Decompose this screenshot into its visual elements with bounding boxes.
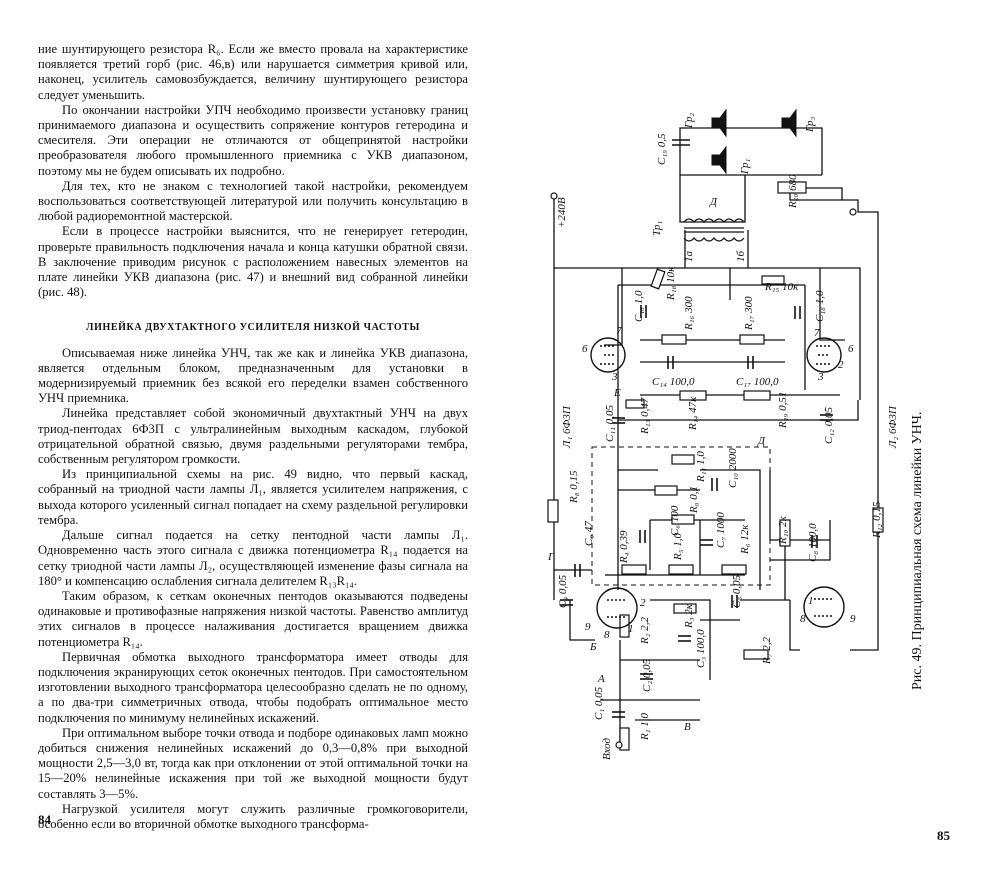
paragraph: Из принципиальной схемы на рис. 49 видно…: [38, 467, 468, 527]
page-number-left: 84: [38, 812, 51, 827]
figure-caption: Рис. 49. Принципиальная схема линейки УН…: [910, 411, 925, 690]
paragraph: Линейка представляет собой экономичный д…: [38, 406, 468, 467]
right-page: 85: [500, 0, 1000, 892]
paragraph: По окончании настройки УПЧ необходимо пр…: [38, 102, 468, 178]
paragraph: Дальше сигнал подается на сетку пентодно…: [38, 528, 468, 588]
text-column: ние шунтирующего резистора R₆. Если же в…: [38, 42, 468, 832]
left-page: ние шунтирующего резистора R₆. Если же в…: [38, 42, 468, 832]
paragraph: Таким образом, к сеткам оконечных пентод…: [38, 588, 468, 649]
page-number-right: 85: [937, 828, 950, 843]
paragraph: Для тех, кто не знаком с технологией так…: [38, 178, 468, 224]
paragraph: Описываемая ниже линейка УНЧ, так же как…: [38, 345, 468, 406]
paragraph: ние шунтирующего резистора R₆. Если же в…: [38, 42, 468, 102]
paragraph: При оптимальном выборе точки отвода и по…: [38, 725, 468, 801]
paragraph: Если в процессе настройки выяснится, что…: [38, 224, 468, 300]
paragraph: Нагрузкой усилителя могут служить различ…: [38, 801, 468, 831]
paragraph: Первичная обмотка выходного трансформато…: [38, 649, 468, 725]
section-heading: Линейка двухтактного усилителя низкой ча…: [86, 322, 420, 334]
